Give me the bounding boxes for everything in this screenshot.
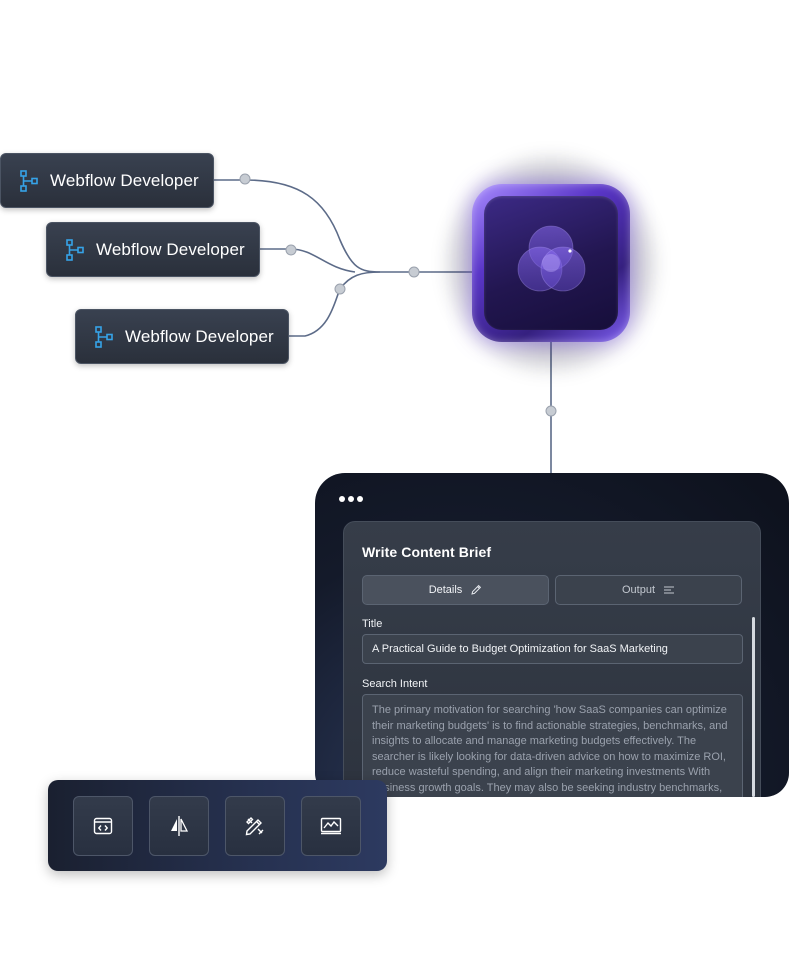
more-dots-icon[interactable] bbox=[339, 496, 363, 502]
code-window-button[interactable] bbox=[73, 796, 133, 856]
content-brief-panel: Write Content Brief Details Output Title… bbox=[315, 473, 789, 797]
tab-details[interactable]: Details bbox=[362, 575, 549, 605]
hub-inner bbox=[484, 196, 618, 330]
connector-dot bbox=[239, 173, 251, 185]
tab-output[interactable]: Output bbox=[555, 575, 742, 605]
tab-label: Details bbox=[428, 584, 463, 596]
connector-dot bbox=[285, 244, 297, 256]
source-node-3[interactable]: Webflow Developer bbox=[75, 309, 289, 364]
scrollbar[interactable] bbox=[752, 617, 755, 797]
text-lines-icon bbox=[664, 586, 675, 594]
sitemap-icon bbox=[66, 238, 84, 261]
search-intent-field[interactable]: The primary motivation for searching 'ho… bbox=[362, 694, 743, 797]
source-node-1[interactable]: Webflow Developer bbox=[0, 153, 214, 208]
sitemap-icon bbox=[20, 169, 38, 192]
pencil-icon bbox=[471, 584, 482, 595]
title-label: Title bbox=[362, 618, 383, 630]
connector-dot bbox=[408, 266, 420, 278]
connector-dot bbox=[545, 405, 557, 417]
analytics-button[interactable] bbox=[301, 796, 361, 856]
hub-node[interactable] bbox=[472, 184, 630, 342]
design-tools-button[interactable] bbox=[225, 796, 285, 856]
sitemap-icon bbox=[95, 325, 113, 348]
content-brief-card: Write Content Brief Details Output Title… bbox=[343, 521, 761, 797]
node-label: Webflow Developer bbox=[96, 239, 245, 259]
connector-dot bbox=[334, 283, 346, 295]
compare-split-icon bbox=[171, 816, 189, 836]
search-intent-label: Search Intent bbox=[362, 678, 428, 690]
tool-palette bbox=[48, 780, 387, 871]
card-title: Write Content Brief bbox=[362, 544, 492, 560]
analytics-chart-icon bbox=[320, 817, 342, 835]
node-label: Webflow Developer bbox=[125, 326, 274, 346]
overlapping-circles-logo-icon bbox=[517, 225, 586, 292]
tab-label: Output bbox=[621, 584, 656, 596]
compare-button[interactable] bbox=[149, 796, 209, 856]
title-field[interactable]: A Practical Guide to Budget Optimization… bbox=[362, 634, 743, 664]
code-window-icon bbox=[93, 817, 113, 835]
source-node-2[interactable]: Webflow Developer bbox=[46, 222, 260, 277]
node-label: Webflow Developer bbox=[50, 170, 199, 190]
design-tools-icon bbox=[245, 817, 264, 836]
